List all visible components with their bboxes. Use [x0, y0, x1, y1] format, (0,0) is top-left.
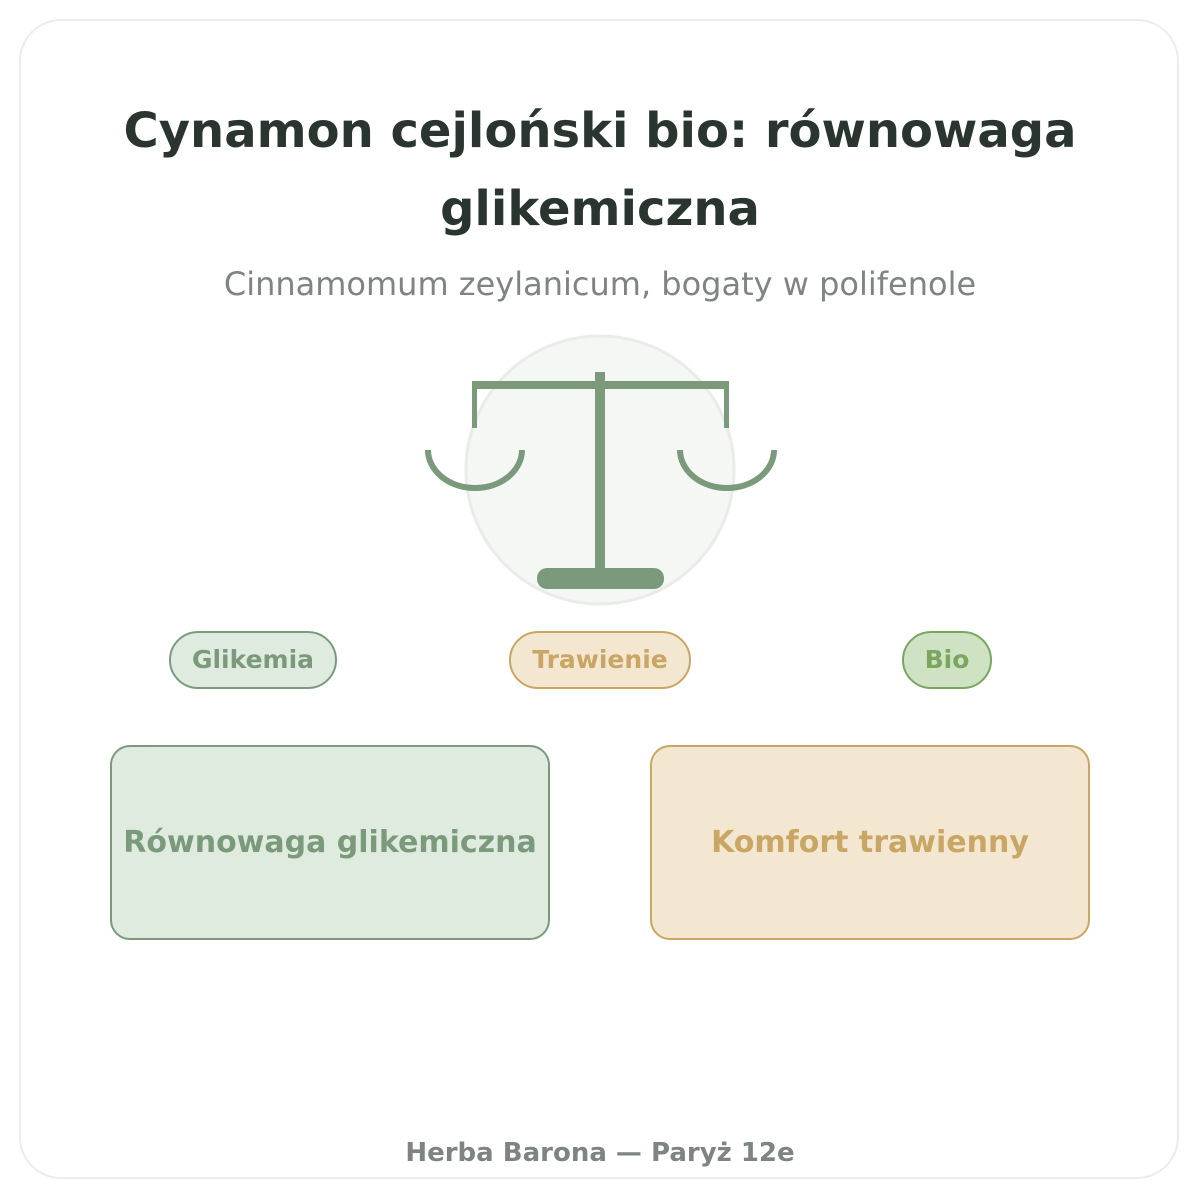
- balance-scale-icon: [425, 372, 777, 589]
- benefit-card-glycemic: Równowaga glikemiczna: [110, 745, 550, 940]
- scale-left-pan: [425, 449, 525, 491]
- benefit-label-glycemic: Równowaga glikemiczna: [123, 825, 537, 860]
- page-subtitle: Cinnamomum zeylanicum, bogaty w polifeno…: [223, 265, 977, 303]
- tag-bio: Bio: [902, 631, 992, 689]
- scale-right-hanger: [724, 381, 729, 428]
- scale-base: [537, 568, 664, 589]
- page-title: Cynamon cejloński bio: równowaga glikemi…: [123, 103, 1077, 237]
- benefit-label-digestive: Komfort trawienny: [711, 825, 1029, 860]
- tag-glikemia: Glikemia: [169, 631, 337, 689]
- scale-right-pan: [677, 449, 777, 491]
- scale-left-hanger: [472, 381, 477, 428]
- benefit-card-digestive: Komfort trawienny: [650, 745, 1090, 940]
- tag-trawienie: Trawienie: [509, 631, 691, 689]
- scale-pillar: [595, 372, 605, 578]
- footer-brand: Herba Barona — Paryż 12e: [405, 1138, 795, 1168]
